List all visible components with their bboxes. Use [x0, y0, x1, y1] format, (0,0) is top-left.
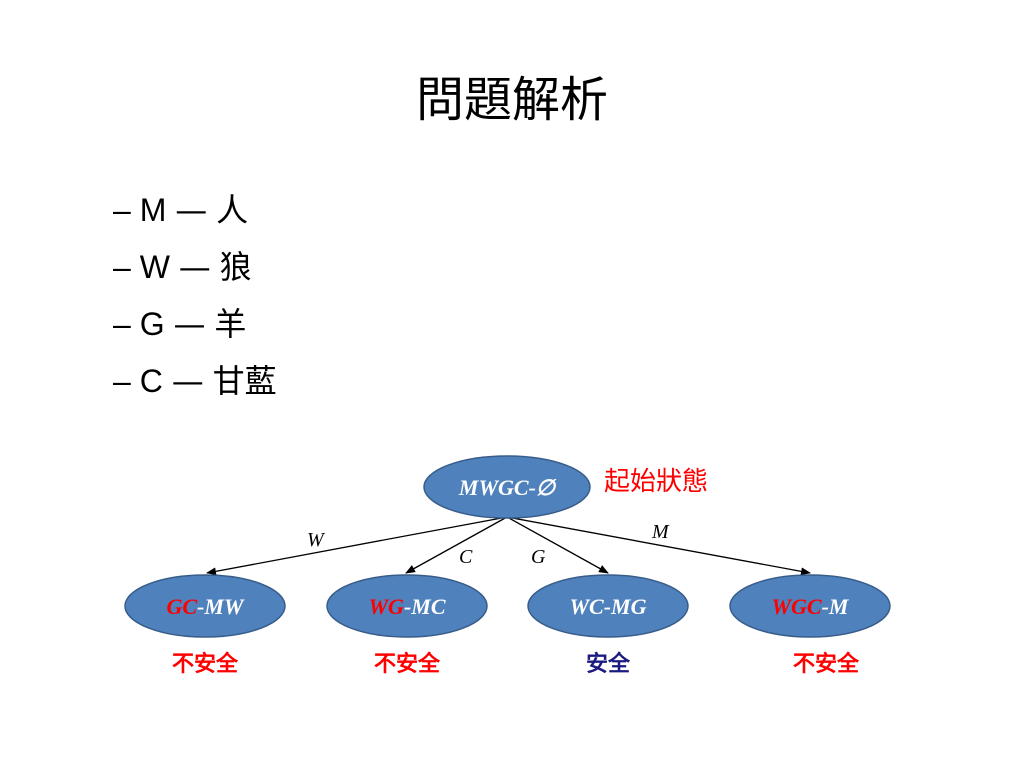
- root-node: MWGC-∅: [423, 455, 591, 519]
- child-ellipse: [326, 574, 488, 638]
- legend-meaning: 甘藍: [212, 362, 277, 400]
- legend-meaning: 狼: [219, 248, 252, 286]
- child-label: GC-MW: [166, 594, 244, 619]
- edge-label-c: C: [459, 546, 473, 568]
- child-ellipse: [729, 574, 891, 638]
- right-bank-text: -MC: [404, 594, 446, 619]
- legend-letter: C: [139, 363, 163, 399]
- legend-item: – C — 甘藍: [113, 357, 277, 414]
- legend-dash: –: [113, 249, 131, 285]
- legend-meaning: 人: [216, 191, 249, 229]
- left-bank-text: GC: [166, 594, 197, 619]
- edge-label-m: M: [651, 521, 670, 543]
- legend-meaning: 羊: [214, 305, 247, 343]
- legend-separator: —: [178, 248, 211, 286]
- status-label: 不安全: [374, 651, 441, 677]
- legend-separator: —: [171, 362, 204, 400]
- child-ellipse: [527, 574, 689, 638]
- legend-letter: G: [139, 306, 165, 342]
- child-node: GC-MW: [124, 574, 286, 638]
- child-node: WGC-M: [729, 574, 891, 638]
- legend-letter: W: [139, 249, 170, 285]
- legend-separator: —: [175, 191, 208, 229]
- child-node: WC-MG: [527, 574, 689, 638]
- child-node: WG-MC: [326, 574, 488, 638]
- legend-list: – M — 人 – W — 狼 – G — 羊 – C — 甘藍: [113, 186, 277, 414]
- root-label: MWGC-∅: [458, 475, 557, 500]
- status-label: 不安全: [172, 651, 239, 677]
- child-ellipse: [124, 574, 286, 638]
- legend-item: – M — 人: [113, 186, 277, 243]
- child-label: WG-MC: [368, 594, 445, 619]
- left-bank-text: WC: [569, 594, 604, 619]
- left-bank-text: WG: [368, 594, 404, 619]
- page-title: 問題解析: [415, 72, 608, 128]
- start-state-label: 起始狀態: [604, 467, 708, 497]
- legend-letter: M: [139, 192, 167, 228]
- legend-separator: —: [173, 305, 206, 343]
- child-label: WC-MG: [569, 594, 646, 619]
- legend-dash: –: [113, 192, 131, 228]
- edge-g: [506, 516, 609, 574]
- edge-label-w: W: [307, 529, 326, 551]
- legend-item: – W — 狼: [113, 243, 277, 300]
- child-label: WGC-M: [771, 594, 849, 619]
- root-ellipse: [423, 455, 591, 519]
- right-bank-text: -M: [822, 594, 850, 619]
- status-label: 安全: [586, 651, 631, 677]
- legend-dash: –: [113, 363, 131, 399]
- edge-m: [506, 516, 811, 576]
- right-bank-text: -MW: [197, 594, 245, 619]
- legend-item: – G — 羊: [113, 300, 277, 357]
- legend-dash: –: [113, 306, 131, 342]
- edge-w: [206, 516, 508, 576]
- right-bank-text: -MG: [604, 594, 647, 619]
- edge-label-g: G: [531, 546, 546, 568]
- left-bank-text: WGC: [771, 594, 821, 619]
- edge-c: [405, 516, 508, 574]
- status-label: 不安全: [793, 651, 860, 677]
